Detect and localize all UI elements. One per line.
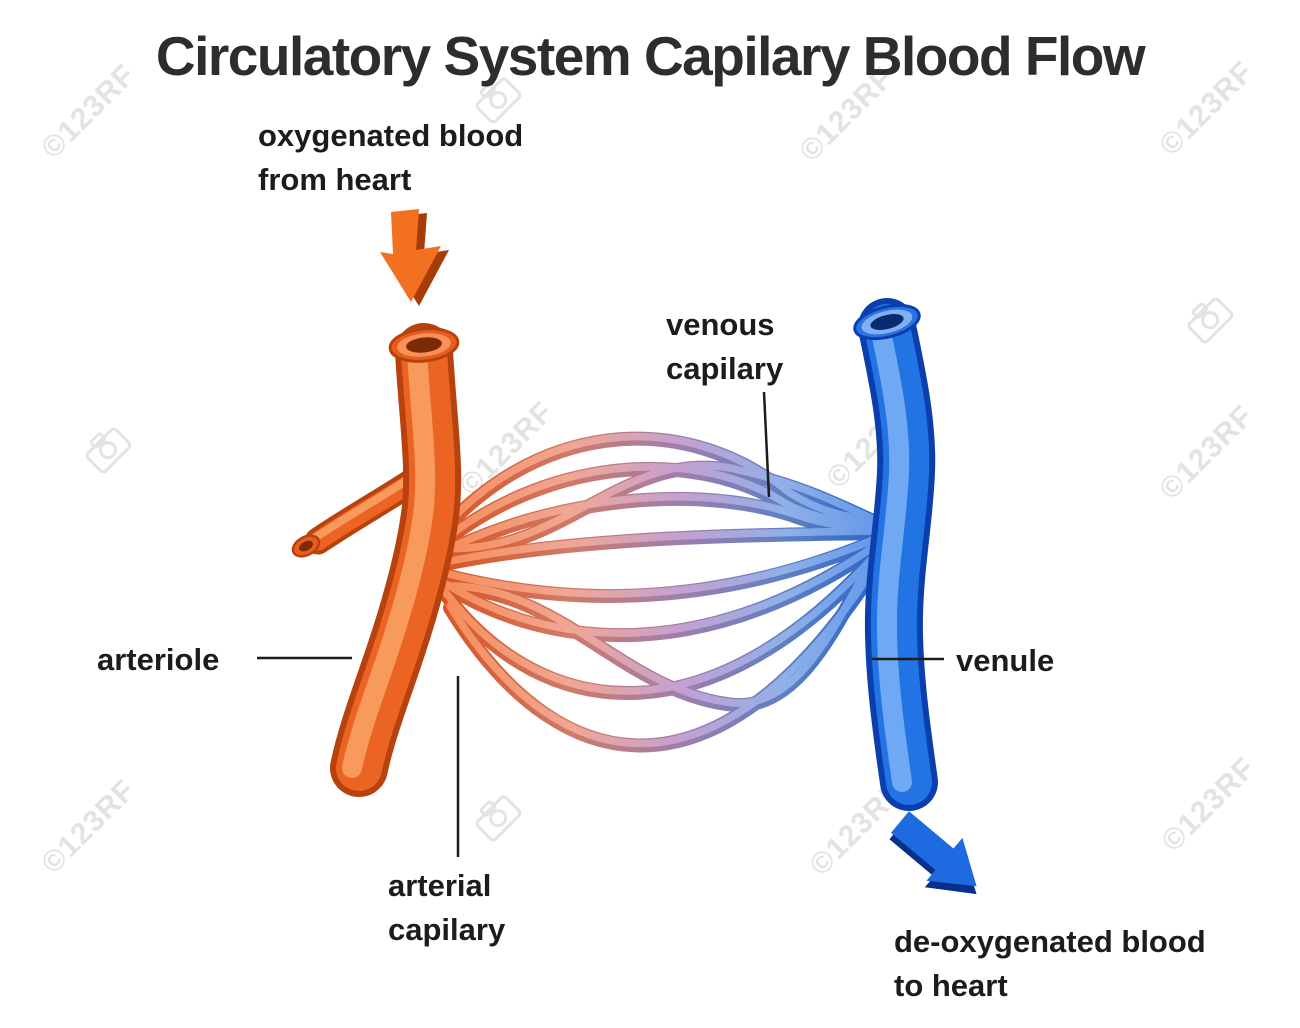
oxygenated-flow-arrow [380,209,449,306]
label-line: oxygenated blood [258,118,524,153]
arteriole-vessel [315,352,432,768]
capillary-network [435,437,885,746]
deoxygenated-flow-arrow [889,811,977,895]
label-oxygenated-blood: oxygenated blood from heart [258,114,523,202]
label-venule: venule [956,643,1055,678]
label-line: to heart [894,968,1008,1004]
label-line: arterial [388,868,492,903]
label-line: capilary [388,912,506,948]
label-arterial-capilary: arterial capilary [388,864,505,952]
label-venous-capilary: venous capilary [666,303,783,391]
label-line: venous [666,307,775,342]
label-line: de-oxygenated blood [894,924,1206,959]
diagram-title: Circulatory System Capilary Blood Flow [155,25,1146,87]
label-line: capilary [666,351,784,387]
label-line: from heart [258,162,412,198]
arteriole-opening [388,327,460,363]
venule-vessel [880,327,909,782]
venous-capilary-pointer [762,391,771,498]
arteriole-branch-opening [291,534,321,558]
label-pointer-lines [257,391,944,857]
label-arteriole: arteriole [97,642,220,677]
venule-opening [853,303,921,341]
label-deoxygenated-blood: de-oxygenated blood to heart [894,920,1206,1008]
